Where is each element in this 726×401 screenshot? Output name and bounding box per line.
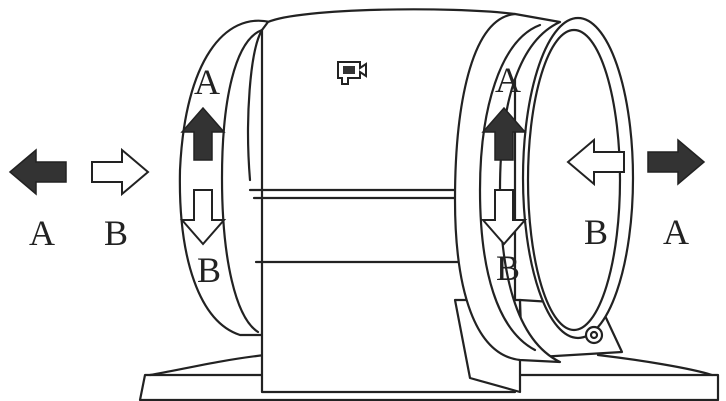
right-end-cover-inner xyxy=(526,28,622,332)
right-inner-outline-arrow-icon xyxy=(566,137,625,187)
bracket-symbol-icon xyxy=(337,61,367,85)
base-foot-right xyxy=(596,353,714,377)
motor-body xyxy=(260,8,517,394)
right-ring-label-b: B xyxy=(495,248,521,288)
left-outer-label-a: A xyxy=(29,213,55,253)
left-end-bell-inner xyxy=(220,28,264,334)
left-end-bell xyxy=(178,19,272,337)
right-outer-filled-arrow-icon xyxy=(647,138,706,186)
right-ring-filled-arrow-up-icon xyxy=(481,106,527,161)
cover-bolt xyxy=(584,325,604,345)
left-outer-outline-arrow-icon xyxy=(91,147,150,197)
body-top-highlight xyxy=(246,28,264,182)
base-foot-left xyxy=(148,353,267,377)
left-ring-outline-arrow-down-icon xyxy=(179,189,227,246)
right-end-cover xyxy=(521,16,635,340)
left-outer-label-b: B xyxy=(103,213,129,253)
right-inner-label-b: B xyxy=(583,212,609,252)
left-ring-label-b: B xyxy=(196,250,222,290)
right-ring-outline-arrow-down-icon xyxy=(480,189,528,246)
right-ring-label-a: A xyxy=(495,60,521,100)
left-outer-filled-arrow-icon xyxy=(8,148,67,196)
left-ring-label-a: A xyxy=(194,62,220,102)
right-outer-label-a: A xyxy=(663,212,689,252)
right-end-bell-rim xyxy=(478,23,542,352)
right-end-bell xyxy=(453,12,562,364)
left-ring-filled-arrow-up-icon xyxy=(180,106,226,161)
cover-bolt-center xyxy=(589,330,599,340)
